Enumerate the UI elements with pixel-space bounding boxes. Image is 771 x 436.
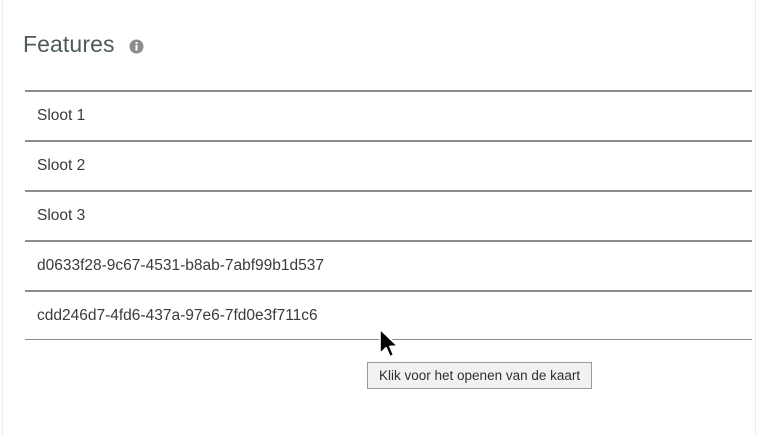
info-icon[interactable] <box>129 39 144 54</box>
feature-list: Sloot 1 Sloot 2 Sloot 3 d0633f28-9c67-45… <box>25 90 752 340</box>
list-item-label: Sloot 1 <box>37 107 86 124</box>
page-title: Features <box>23 31 115 57</box>
list-item[interactable]: Sloot 3 <box>25 190 752 240</box>
list-item[interactable]: Sloot 2 <box>25 140 752 190</box>
panel-header: Features <box>23 30 144 58</box>
tooltip-text: Klik voor het openen van de kaart <box>379 367 581 383</box>
list-item-label: Sloot 3 <box>37 207 86 224</box>
list-item[interactable]: d0633f28-9c67-4531-b8ab-7abf99b1d537 <box>25 240 752 290</box>
list-item[interactable]: Sloot 1 <box>25 90 752 140</box>
list-item-label: Sloot 2 <box>37 157 86 174</box>
list-item[interactable]: cdd246d7-4fd6-437a-97e6-7fd0e3f711c6 <box>25 290 752 340</box>
tooltip: Klik voor het openen van de kaart <box>367 362 593 389</box>
list-item-label: d0633f28-9c67-4531-b8ab-7abf99b1d537 <box>37 257 324 274</box>
list-item-label: cdd246d7-4fd6-437a-97e6-7fd0e3f711c6 <box>37 306 318 324</box>
